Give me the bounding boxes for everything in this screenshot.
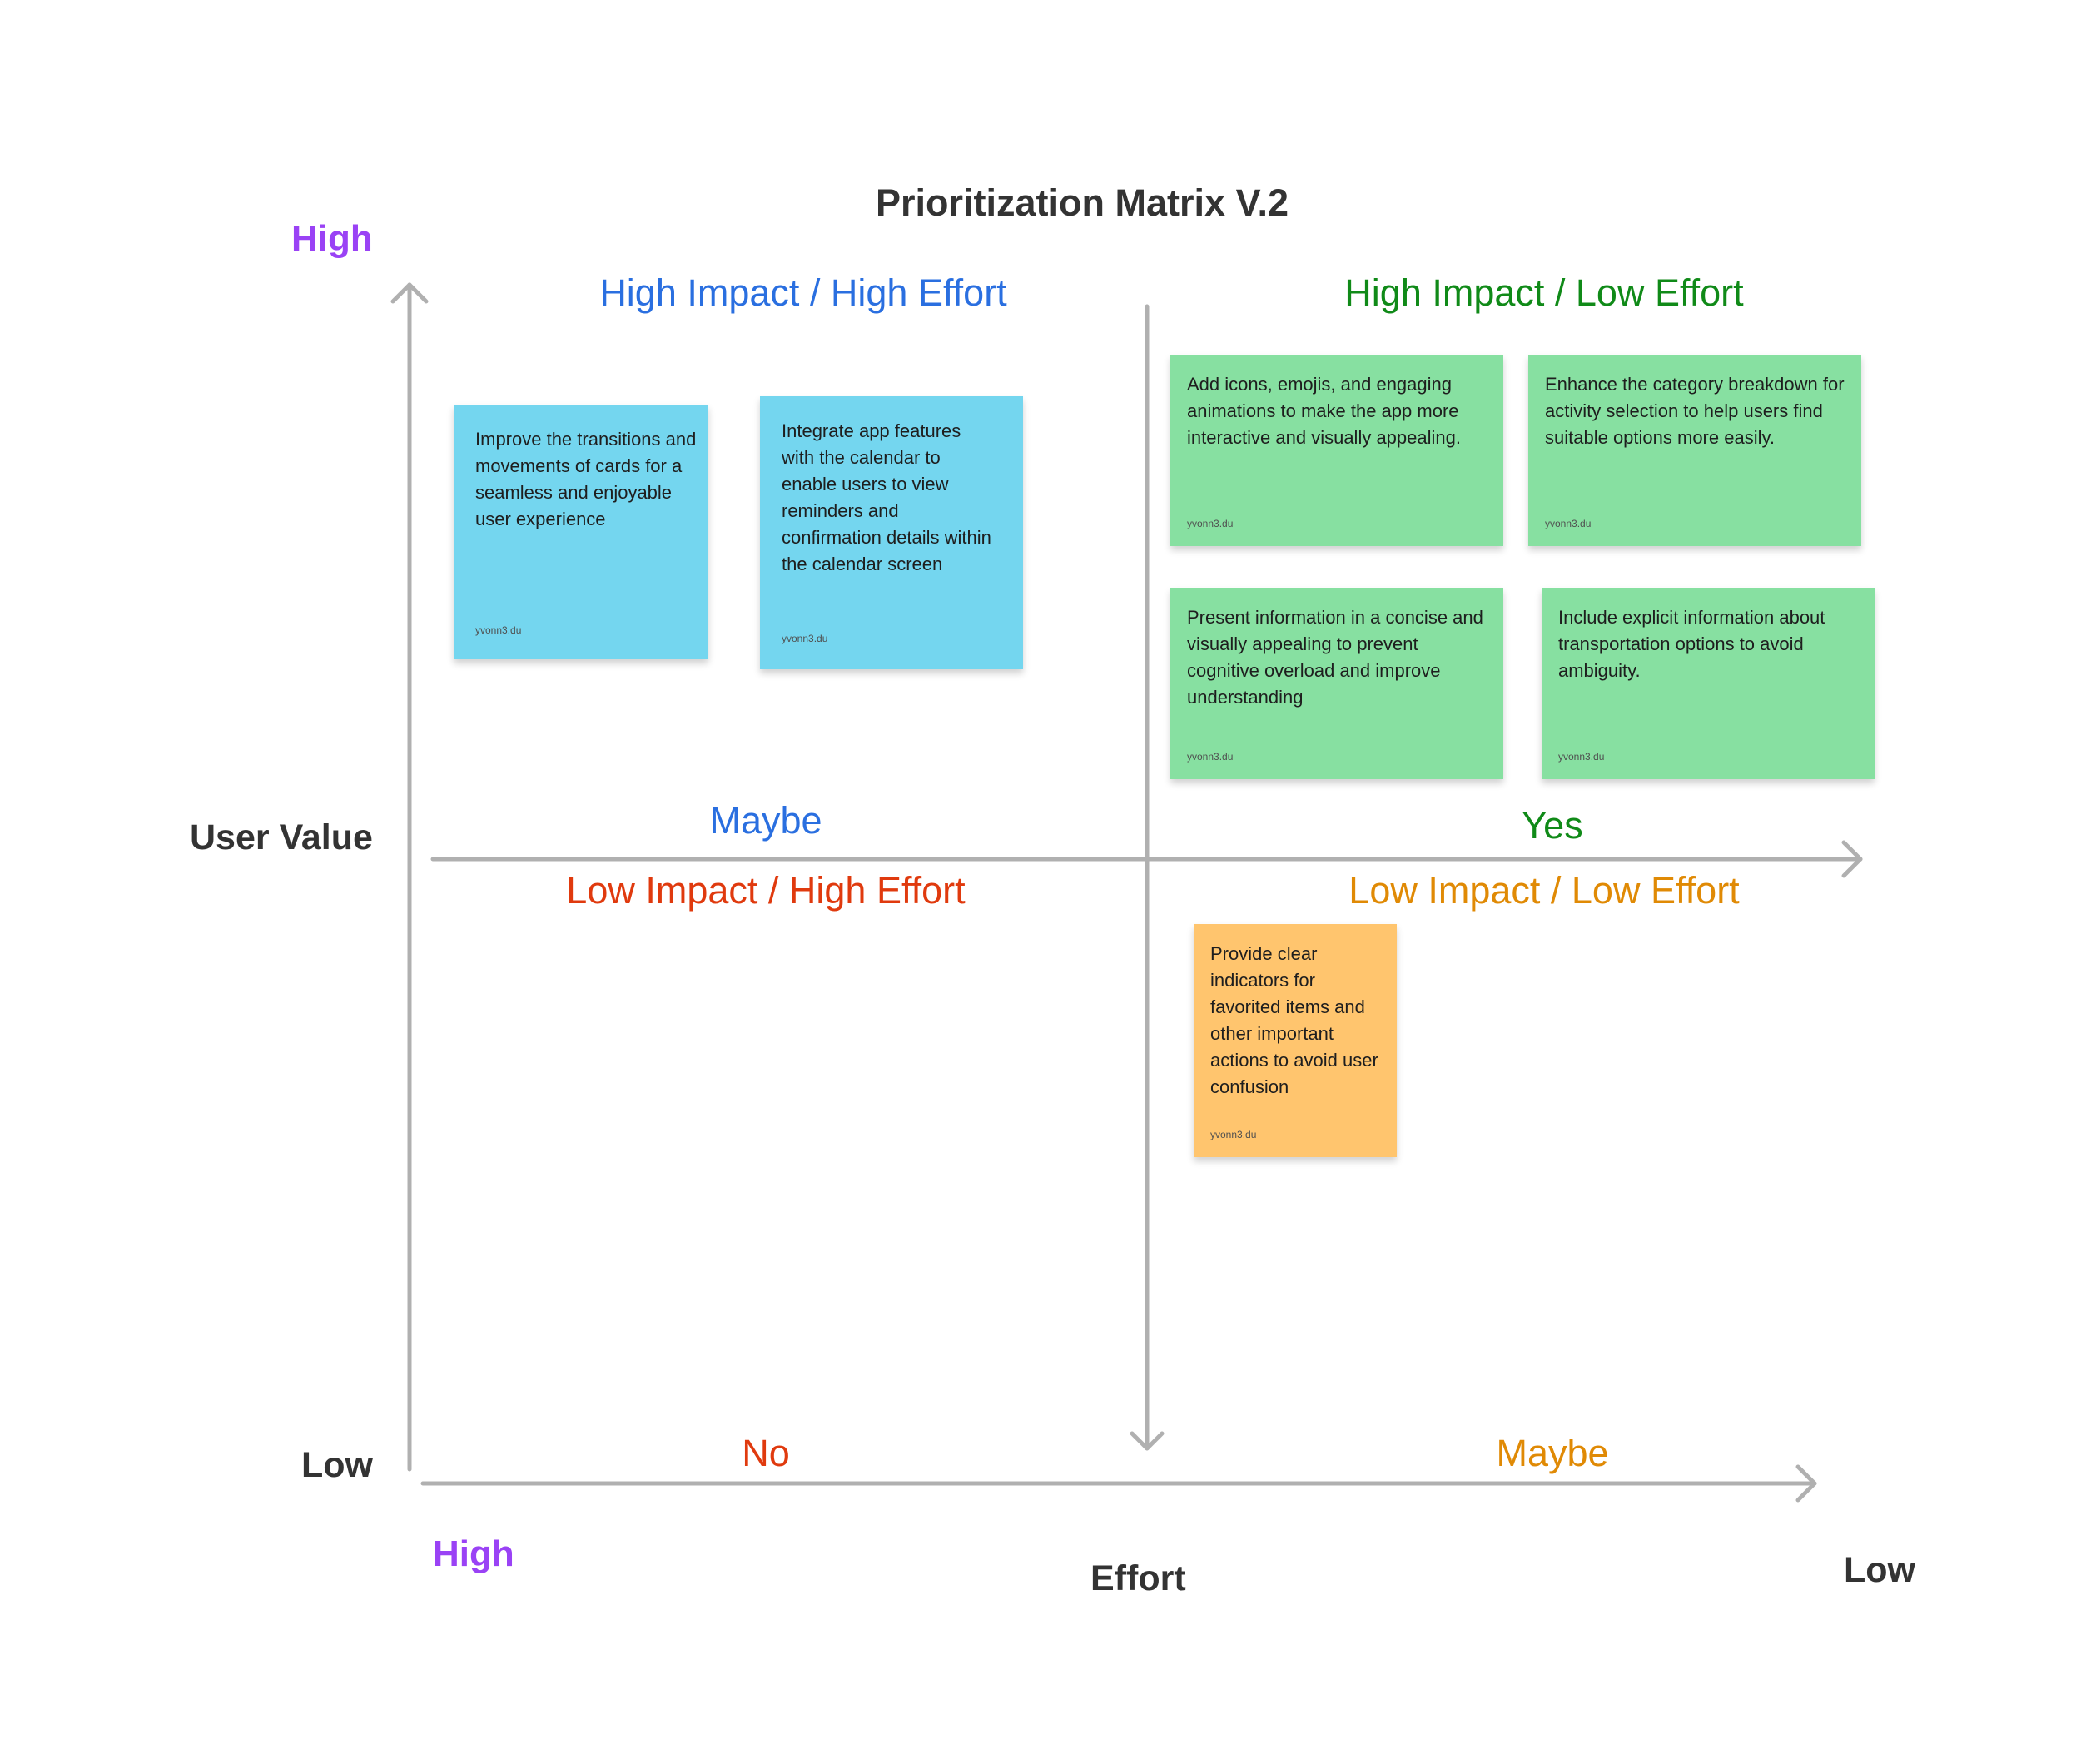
y-axis-high-label: High	[291, 218, 373, 259]
sticky-note-author: yvonn3.du	[1210, 1129, 1257, 1140]
sticky-note-author: yvonn3.du	[475, 624, 522, 636]
sticky-note-text: Integrate app features with the calendar…	[782, 420, 991, 574]
sticky-note[interactable]: Provide clear indicators for favorited i…	[1194, 924, 1397, 1157]
sticky-note-text: Provide clear indicators for favorited i…	[1210, 943, 1378, 1097]
quadrant-title-high-impact-low-effort: High Impact / Low Effort	[1344, 271, 1744, 314]
y-axis-title: User Value	[190, 817, 373, 857]
sticky-note[interactable]: Include explicit information about trans…	[1542, 588, 1875, 779]
sticky-note[interactable]: Present information in a concise and vis…	[1170, 588, 1503, 779]
horizontal-divider-arrowhead	[1841, 840, 1863, 878]
x-axis-arrowhead	[1795, 1464, 1817, 1503]
sticky-note[interactable]: Integrate app features with the calendar…	[760, 396, 1023, 669]
sticky-note[interactable]: Improve the transitions and movements of…	[454, 405, 708, 659]
verdict-top-left: Maybe	[709, 799, 822, 842]
sticky-note[interactable]: Enhance the category breakdown for activ…	[1528, 355, 1861, 546]
sticky-note-text: Improve the transitions and movements of…	[475, 429, 697, 529]
sticky-note-text: Add icons, emojis, and engaging animatio…	[1187, 374, 1461, 448]
x-axis-low-label: Low	[1844, 1550, 1915, 1590]
quadrant-title-low-impact-high-effort: Low Impact / High Effort	[566, 869, 966, 912]
sticky-note-author: yvonn3.du	[1545, 518, 1592, 529]
quadrant-title-high-impact-high-effort: High Impact / High Effort	[599, 271, 1007, 314]
y-axis-arrowhead	[390, 282, 429, 304]
sticky-note-text: Present information in a concise and vis…	[1187, 607, 1483, 708]
sticky-note-author: yvonn3.du	[1558, 751, 1605, 763]
sticky-note-author: yvonn3.du	[782, 633, 828, 644]
sticky-note-text: Include explicit information about trans…	[1558, 607, 1825, 681]
verdict-top-right: Yes	[1522, 804, 1583, 847]
x-axis-high-label: High	[433, 1533, 514, 1574]
sticky-note[interactable]: Add icons, emojis, and engaging animatio…	[1170, 355, 1503, 546]
x-axis-title: Effort	[1090, 1558, 1186, 1598]
sticky-note-author: yvonn3.du	[1187, 751, 1234, 763]
y-axis-low-label: Low	[301, 1445, 373, 1485]
verdict-bottom-right: Maybe	[1496, 1432, 1609, 1474]
sticky-note-text: Enhance the category breakdown for activ…	[1545, 374, 1845, 448]
verdict-bottom-left: No	[742, 1432, 790, 1474]
vertical-divider-arrowhead	[1130, 1431, 1165, 1451]
sticky-note-author: yvonn3.du	[1187, 518, 1234, 529]
quadrant-title-low-impact-low-effort: Low Impact / Low Effort	[1348, 869, 1740, 912]
matrix-title: Prioritization Matrix V.2	[876, 181, 1289, 224]
